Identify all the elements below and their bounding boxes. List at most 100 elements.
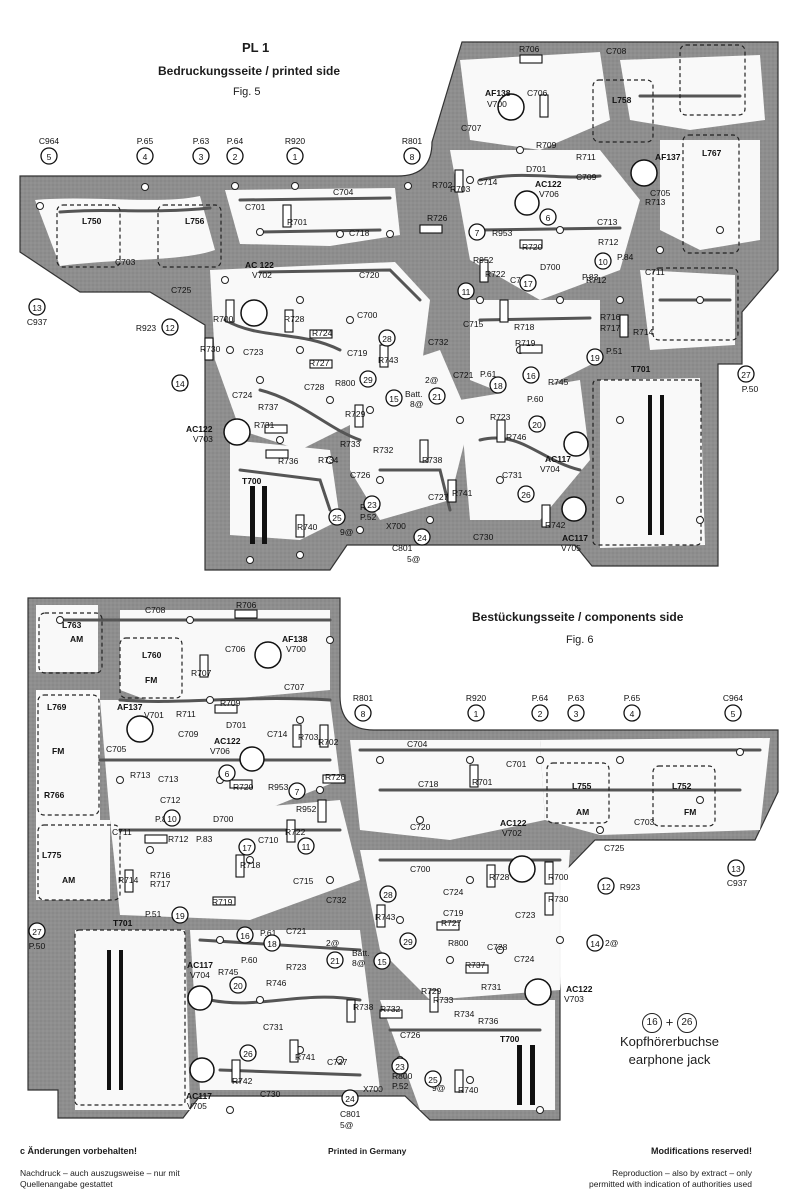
svg-text:R723: R723 xyxy=(286,962,307,972)
svg-text:R738: R738 xyxy=(353,1002,374,1012)
svg-text:P.63: P.63 xyxy=(568,693,585,703)
svg-text:24: 24 xyxy=(417,533,427,543)
svg-text:C709: C709 xyxy=(178,729,199,739)
svg-text:21: 21 xyxy=(432,392,442,402)
svg-text:23: 23 xyxy=(367,500,377,510)
svg-text:5: 5 xyxy=(731,709,736,719)
svg-text:AC117: AC117 xyxy=(545,454,571,464)
t701-core-bottom-2 xyxy=(119,950,123,1090)
svg-text:2@: 2@ xyxy=(605,938,618,948)
svg-text:C725: C725 xyxy=(604,843,625,853)
bottom-board-labels: L763 AM L760 FM L769 FM R766 L775 AM L75… xyxy=(42,600,696,1130)
svg-text:L769: L769 xyxy=(47,702,67,712)
svg-text:17: 17 xyxy=(242,843,252,853)
svg-text:V700: V700 xyxy=(286,644,306,654)
svg-text:3: 3 xyxy=(574,709,579,719)
svg-text:C721: C721 xyxy=(286,926,307,936)
svg-text:T700: T700 xyxy=(242,476,262,486)
svg-text:R726: R726 xyxy=(325,772,346,782)
svg-text:FM: FM xyxy=(52,746,64,756)
svg-text:R709: R709 xyxy=(536,140,557,150)
bottom-board-copper-gaps xyxy=(36,605,770,1110)
svg-text:C701: C701 xyxy=(245,202,266,212)
svg-text:T700: T700 xyxy=(500,1034,520,1044)
svg-text:P.52: P.52 xyxy=(360,512,377,522)
svg-text:R800: R800 xyxy=(392,1071,413,1081)
svg-text:R730: R730 xyxy=(548,894,569,904)
svg-text:AC117: AC117 xyxy=(186,1091,212,1101)
svg-text:20: 20 xyxy=(233,981,243,991)
svg-text:C709: C709 xyxy=(576,172,597,182)
svg-text:C724: C724 xyxy=(514,954,535,964)
svg-text:19: 19 xyxy=(175,911,185,921)
svg-text:23: 23 xyxy=(395,1062,405,1072)
svg-text:R737: R737 xyxy=(465,960,486,970)
svg-text:8: 8 xyxy=(410,152,415,162)
svg-text:27: 27 xyxy=(32,927,42,937)
svg-text:AC122: AC122 xyxy=(535,179,562,189)
svg-text:R953: R953 xyxy=(268,782,289,792)
svg-text:AF138: AF138 xyxy=(282,634,308,644)
svg-text:C724: C724 xyxy=(443,887,464,897)
svg-text:P.60: P.60 xyxy=(241,955,258,965)
svg-text:P.50: P.50 xyxy=(742,384,759,394)
svg-text:Batt.: Batt. xyxy=(352,948,369,958)
svg-text:C721: C721 xyxy=(453,370,474,380)
svg-text:R713: R713 xyxy=(645,197,666,207)
svg-text:R720: R720 xyxy=(522,242,543,252)
svg-text:C706: C706 xyxy=(527,88,548,98)
svg-text:P.51: P.51 xyxy=(606,346,623,356)
top-board-labels: L750 L756 L758 L767 AF138 V700 AF137 AC1… xyxy=(82,44,722,564)
svg-text:5@: 5@ xyxy=(340,1120,353,1130)
svg-text:L752: L752 xyxy=(672,781,692,791)
footer-right-bold: Modifications reserved! xyxy=(650,1146,752,1156)
svg-text:R728: R728 xyxy=(284,314,305,324)
svg-text:R727: R727 xyxy=(309,358,330,368)
svg-text:C724: C724 xyxy=(232,390,253,400)
svg-text:FM: FM xyxy=(684,807,696,817)
svg-text:25: 25 xyxy=(332,513,342,523)
svg-text:R728: R728 xyxy=(489,872,510,882)
svg-text:P.84: P.84 xyxy=(617,252,634,262)
svg-text:R952: R952 xyxy=(296,804,317,814)
svg-text:R740: R740 xyxy=(297,522,318,532)
svg-text:X700: X700 xyxy=(363,1084,383,1094)
footer-left-bold: c Änderungen vorbehalten! xyxy=(20,1146,138,1156)
svg-text:21: 21 xyxy=(330,956,340,966)
svg-text:R734: R734 xyxy=(318,455,339,465)
plate-title: PL 1 xyxy=(242,40,270,55)
svg-text:R729: R729 xyxy=(421,986,442,996)
svg-text:C726: C726 xyxy=(350,470,371,480)
svg-text:D701: D701 xyxy=(526,164,547,174)
svg-text:2: 2 xyxy=(233,152,238,162)
svg-text:C703: C703 xyxy=(115,257,136,267)
svg-text:8@: 8@ xyxy=(410,399,423,409)
svg-text:R718: R718 xyxy=(240,860,261,870)
svg-text:C703: C703 xyxy=(634,817,655,827)
svg-text:C700: C700 xyxy=(357,310,378,320)
svg-text:R707: R707 xyxy=(191,668,212,678)
svg-text:4: 4 xyxy=(143,152,148,162)
svg-text:D701: D701 xyxy=(226,720,247,730)
svg-text:R712: R712 xyxy=(598,237,619,247)
svg-text:R736: R736 xyxy=(278,456,299,466)
svg-text:12: 12 xyxy=(165,323,175,333)
svg-text:R717: R717 xyxy=(150,879,171,889)
svg-text:R801: R801 xyxy=(402,136,423,146)
bottom-board-pads xyxy=(56,616,744,1114)
svg-text:28: 28 xyxy=(383,890,393,900)
svg-text:R745: R745 xyxy=(218,967,239,977)
svg-text:8: 8 xyxy=(361,709,366,719)
svg-text:X700: X700 xyxy=(386,521,406,531)
svg-text:Batt.: Batt. xyxy=(405,389,422,399)
svg-text:R709: R709 xyxy=(220,698,241,708)
svg-text:C801: C801 xyxy=(392,543,413,553)
svg-text:C711: C711 xyxy=(112,827,132,837)
svg-text:V702: V702 xyxy=(252,270,272,280)
svg-text:13: 13 xyxy=(731,864,741,874)
svg-text:L775: L775 xyxy=(42,850,62,860)
svg-text:R703: R703 xyxy=(298,732,319,742)
svg-text:R701: R701 xyxy=(472,777,493,787)
